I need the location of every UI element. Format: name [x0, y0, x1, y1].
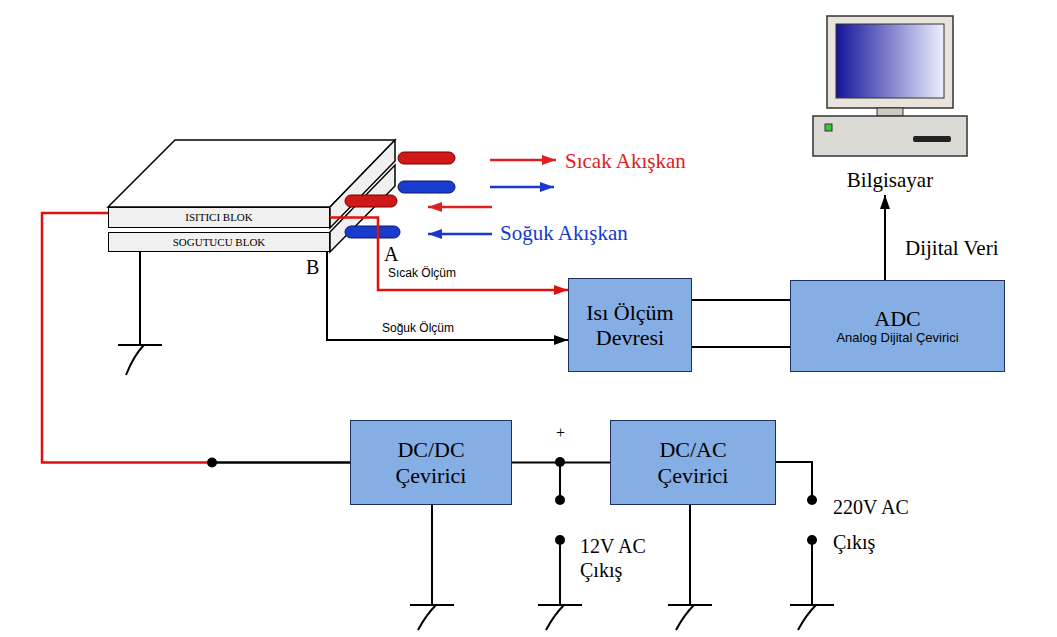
drive-slot	[913, 136, 951, 142]
heater-power-wire	[42, 213, 350, 468]
cooler-block: SOGUTUCU BLOK	[108, 232, 330, 252]
connector-line	[884, 195, 886, 280]
node-subtitle: Analog Dijital Çevirici	[836, 331, 958, 346]
output-wire	[776, 462, 812, 500]
power-led	[825, 124, 832, 131]
ground-symbol	[410, 605, 454, 630]
hot-fluid-label: Sıcak Akışkan	[565, 149, 686, 173]
hot-pipe	[345, 195, 397, 207]
ground-symbol	[668, 605, 712, 630]
cold-flow-arrow	[490, 186, 554, 189]
point-label: A	[384, 243, 398, 266]
ground-symbol	[118, 345, 162, 375]
node-title: DC/DC Çevirici	[381, 437, 481, 488]
node-title: ISITICI BLOK	[185, 211, 253, 224]
monitor-neck	[877, 108, 903, 116]
monitor-frame	[827, 16, 953, 108]
cold-flow-arrow	[428, 233, 492, 236]
dc-ac-converter: DC/AC Çevirici	[610, 420, 776, 505]
cooler-side-face	[330, 165, 395, 252]
computer: Bilgisayar	[805, 8, 975, 194]
output-label: 12V AC Çıkış	[580, 534, 660, 582]
edge-label: Dijital Veri	[905, 236, 999, 261]
cold-measure-wire	[327, 252, 568, 340]
point-label: B	[306, 256, 319, 279]
digital-data-arrow	[885, 195, 886, 280]
hot-flow-arrow	[490, 159, 556, 162]
output-wire	[559, 540, 561, 605]
node-title: ADC	[874, 306, 920, 331]
connector-line	[692, 346, 790, 348]
connector-line	[212, 461, 350, 464]
ground-symbols	[118, 345, 834, 630]
cold-pipe	[398, 181, 455, 193]
analog-signal-bus	[692, 300, 790, 347]
hot-flow-arrow	[428, 206, 492, 209]
output-label: 220V AC Çıkış	[833, 490, 928, 560]
edge-label: Sıcak Ölçüm	[388, 266, 456, 280]
cold-pipe	[345, 226, 400, 238]
heater-block: ISITICI BLOK	[108, 207, 330, 228]
terminal-dot	[807, 535, 817, 545]
cold-fluid-label: Soğuk Akışkan	[500, 221, 628, 245]
dc-dc-converter: DC/DC Çevirici	[350, 420, 512, 505]
monitor-screen	[836, 24, 944, 98]
connector-line	[327, 252, 568, 340]
ground-wire	[689, 505, 691, 605]
node-title: DC/AC Çevirici	[643, 437, 743, 488]
adc-converter: ADCAnalog Dijital Çevirici	[790, 280, 1005, 372]
ground-symbol	[538, 605, 582, 630]
edge-label: Soğuk Ölçüm	[382, 321, 454, 335]
connector-line	[512, 462, 610, 464]
terminal-dot	[555, 535, 565, 545]
terminal-dot	[555, 495, 565, 505]
node-title: Isı Ölçüm Devresi	[575, 300, 685, 351]
junction-dot	[207, 458, 217, 468]
ground-symbol	[790, 605, 834, 630]
computer-icon	[813, 16, 967, 156]
node-title: SOGUTUCU BLOK	[173, 236, 266, 249]
hot-pipe	[398, 152, 455, 164]
connector-line	[692, 299, 790, 301]
power-bus-wire	[512, 462, 610, 463]
terminal-dot	[807, 495, 817, 505]
measurement-circuit: Isı Ölçüm Devresi	[568, 278, 692, 372]
ground-wire	[431, 505, 433, 605]
polarity-label: +	[556, 424, 565, 442]
ground-wire	[139, 252, 141, 345]
node-title: Bilgisayar	[847, 168, 933, 192]
output-wire	[811, 540, 813, 605]
computer-case	[813, 116, 967, 156]
output-wire	[559, 462, 561, 500]
